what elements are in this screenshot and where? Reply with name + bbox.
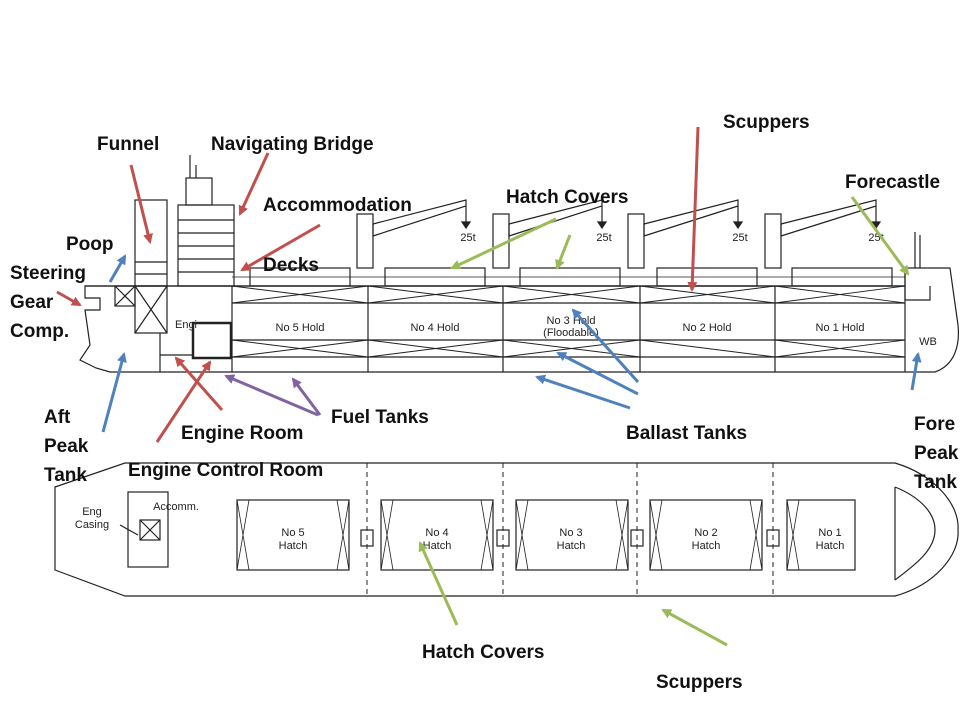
crane-1 — [356, 199, 472, 269]
hatch-label: No 4 — [425, 527, 448, 539]
accomm-label: Accomm. — [153, 501, 199, 513]
scuppers-top-label: Scuppers — [723, 112, 810, 133]
arrow-steering — [56, 290, 82, 307]
forecastle-label: Forecastle — [845, 172, 941, 193]
crane-capacity: 25t — [460, 232, 475, 244]
hold-label: No 1 Hold — [816, 322, 865, 334]
arrow-scuppers-top — [687, 126, 700, 292]
arrow-scuppers-plan — [661, 608, 728, 647]
hatch-label: Hatch — [692, 540, 721, 552]
hold-label: No 3 Hold — [547, 315, 596, 327]
eng-casing-label: Eng — [82, 506, 102, 518]
arrow-hatch-cover-plan — [418, 541, 459, 626]
accommodation-label: Accommodation — [263, 195, 412, 216]
arrow-forecastle — [850, 196, 910, 276]
hatch-label: No 2 — [694, 527, 717, 539]
crane-capacity: 25t — [732, 232, 747, 244]
engine-label: Engi — [175, 319, 197, 331]
ballast-tanks-label: Ballast Tanks — [626, 423, 748, 444]
hatch-label: Hatch — [816, 540, 845, 552]
arrow-ballast-1 — [571, 308, 640, 384]
eng-casing-label: Casing — [75, 519, 109, 531]
funnel-label: Funnel — [97, 134, 160, 155]
arrow-fuel-2 — [291, 377, 322, 416]
hold-floodable: (Floodable) — [543, 327, 599, 339]
ship-profile — [79, 155, 960, 373]
fore-peak-tank-label: Fore Peak Tank — [914, 414, 959, 493]
wb-label: WB — [919, 336, 937, 348]
scuppers-bottom-label: Scuppers — [656, 672, 743, 693]
decks-label: Decks — [263, 255, 319, 276]
arrow-engine-room — [174, 356, 224, 411]
fuel-tanks-label: Fuel Tanks — [331, 407, 429, 428]
hatch-label: No 5 — [281, 527, 304, 539]
engine-room-label: Engine Room — [181, 423, 304, 444]
arrow-hatch-cover-1 — [450, 217, 557, 270]
hold-label: No 5 Hold — [276, 322, 325, 334]
arrow-hatch-cover-2 — [555, 234, 572, 270]
hatch-label: No 1 — [818, 527, 841, 539]
navigating-bridge-label: Navigating Bridge — [211, 134, 374, 155]
arrow-aft-peak — [101, 352, 127, 433]
hatch-covers-top-label: Hatch Covers — [506, 187, 629, 208]
hull-outline — [79, 267, 960, 373]
crane-capacity: 25t — [596, 232, 611, 244]
arrow-fore-peak — [910, 352, 922, 391]
arrow-ballast-2 — [556, 351, 639, 396]
hold-label: No 4 Hold — [411, 322, 460, 334]
arrow-fuel-1 — [224, 374, 319, 417]
arrow-ballast-3 — [535, 374, 631, 410]
arrow-bridge — [238, 152, 270, 216]
poop-label: Poop — [66, 234, 114, 255]
arrow-poop — [108, 254, 127, 283]
arrow-funnel — [129, 164, 153, 244]
arrow-ecr — [155, 360, 212, 443]
hatch-label: Hatch — [423, 540, 452, 552]
engine-control-room-label: Engine Control Room — [128, 460, 324, 481]
hatch-label: Hatch — [279, 540, 308, 552]
aft-peak-tank-label: Aft Peak Tank — [44, 407, 89, 486]
hatch-label: Hatch — [557, 540, 586, 552]
hold-label: No 2 Hold — [683, 322, 732, 334]
ship-plan — [54, 462, 959, 597]
crane-3 — [627, 199, 744, 269]
hatch-label: No 3 — [559, 527, 582, 539]
hatch-covers-bottom-label: Hatch Covers — [422, 642, 545, 663]
steering-gear-label: Steering Gear Comp. — [10, 263, 87, 342]
plan-outline — [54, 462, 959, 597]
arrow-decks — [240, 223, 321, 272]
